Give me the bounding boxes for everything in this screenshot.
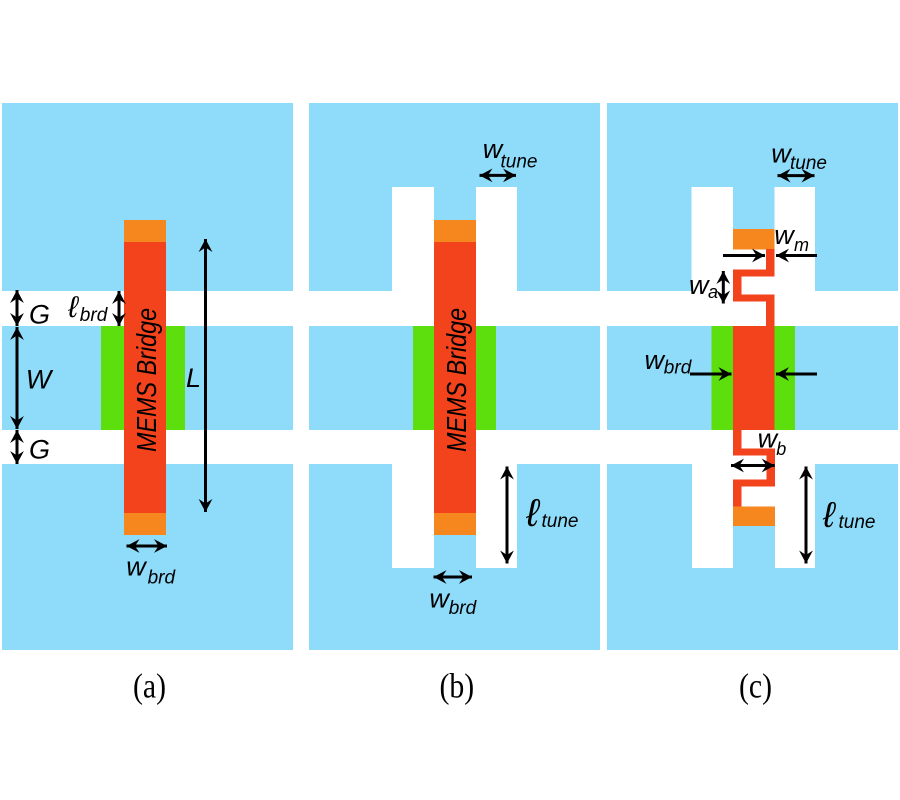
svg-text:L: L	[186, 363, 201, 393]
svg-text:MEMS Bridge: MEMS Bridge	[442, 308, 472, 452]
svg-text:G: G	[29, 435, 50, 465]
svg-text:w: w	[126, 552, 147, 582]
svg-text:w: w	[483, 134, 504, 164]
svg-text:brd: brd	[80, 305, 109, 326]
svg-text:w: w	[774, 220, 795, 250]
svg-text:a: a	[708, 282, 718, 302]
svg-text:w: w	[429, 584, 450, 614]
svg-text:(c): (c)	[739, 667, 772, 706]
svg-text:tune: tune	[501, 152, 538, 173]
svg-text:tune: tune	[542, 511, 579, 532]
svg-text:ℓ: ℓ	[67, 291, 79, 324]
svg-text:brd: brd	[449, 598, 478, 619]
svg-text:brd: brd	[148, 568, 177, 589]
svg-text:(a): (a)	[133, 667, 166, 706]
svg-text:brd: brd	[664, 358, 693, 379]
svg-text:tune: tune	[790, 153, 827, 174]
svg-text:b: b	[776, 439, 786, 459]
svg-text:w: w	[758, 424, 779, 454]
svg-text:w: w	[771, 139, 792, 169]
svg-text:G: G	[29, 300, 50, 330]
svg-text:MEMS Bridge: MEMS Bridge	[132, 308, 162, 452]
svg-text:m: m	[794, 235, 809, 255]
svg-text:w: w	[645, 345, 666, 375]
svg-text:w: w	[689, 270, 710, 300]
svg-text:(b): (b)	[440, 667, 475, 706]
svg-text:tune: tune	[839, 512, 876, 533]
svg-text:ℓ: ℓ	[822, 494, 837, 535]
svg-text:W: W	[26, 365, 54, 395]
svg-text:ℓ: ℓ	[525, 492, 540, 535]
